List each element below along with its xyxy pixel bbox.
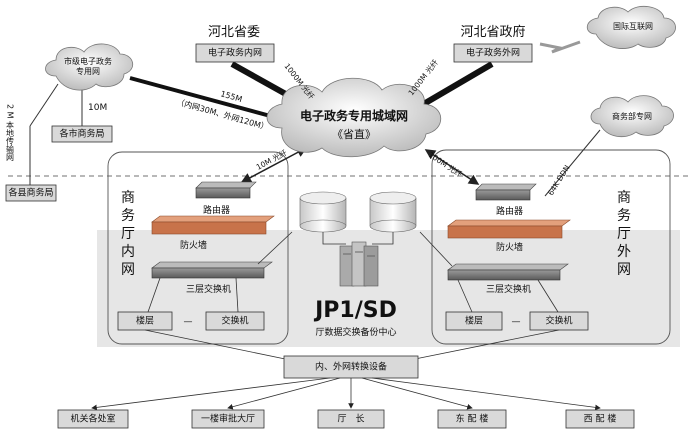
internal-firewall-label: 防火墙	[180, 239, 207, 251]
arrow-to-dest-0	[91, 377, 331, 411]
internal-dash: —	[184, 317, 193, 327]
ministry-cloud	[590, 95, 674, 138]
internet-cloud-text: 国际互联网	[613, 22, 653, 31]
metro-cloud-title: 电子政务专用城域网	[300, 108, 408, 123]
internal-firewall-icon	[151, 215, 275, 235]
product-subtitle: 厅数据交换备份中心	[315, 326, 396, 338]
link-db-right	[372, 232, 394, 245]
destination-text-4: 西 配 楼	[584, 413, 617, 425]
svg-text:网: 网	[617, 262, 631, 278]
destination-text-0: 机关各处室	[70, 413, 115, 425]
metro-cloud-subtitle: 《省直》	[332, 127, 376, 141]
server-rack-icon	[339, 241, 379, 287]
database-cylinder-left	[299, 191, 347, 233]
arrow-internal-converter	[144, 329, 291, 362]
external-router-icon	[475, 183, 537, 201]
government-label: 河北省政府	[460, 25, 525, 40]
bandwidth-10m-label: 10M	[88, 103, 107, 113]
link-ministry-to-router	[544, 129, 601, 197]
link-city-cloud-to-2m	[29, 83, 59, 127]
svg-text:商: 商	[121, 190, 135, 206]
destination-text-2: 厅 长	[337, 413, 364, 425]
external-floor-box	[445, 311, 503, 331]
internal-router-icon	[195, 181, 257, 199]
external-dash: —	[512, 317, 521, 327]
county-bureau-text: 各县商务局	[8, 187, 53, 199]
external-network-panel	[431, 149, 671, 345]
party-committee-label: 河北省委	[208, 25, 260, 40]
svg-text:外: 外	[617, 244, 631, 260]
destination-text-1: 一楼审批大厅	[201, 413, 255, 425]
city-egov-cloud	[45, 43, 133, 91]
internet-cloud	[586, 5, 676, 49]
internal-link-switch	[235, 277, 239, 313]
svg-text:务: 务	[617, 208, 631, 224]
external-floor-text: 楼层	[465, 315, 483, 327]
destination-box-1	[191, 409, 265, 429]
svg-text:务: 务	[121, 208, 135, 224]
destination-box-3	[437, 409, 507, 429]
arrow-to-dest-4	[371, 377, 601, 411]
destination-box-4	[565, 409, 635, 429]
link-hub-internal	[257, 231, 293, 265]
internal-router-label: 路由器	[203, 204, 230, 216]
arrow-to-dest-3	[361, 377, 473, 410]
external-firewall-label: 防火墙	[496, 241, 523, 253]
external-firewall-icon	[447, 219, 571, 239]
internal-switch-label: 三层交换机	[186, 283, 231, 295]
external-link-floor	[457, 279, 473, 313]
svg-text:内: 内	[121, 244, 135, 260]
external-switch-box-text: 交换机	[545, 315, 572, 327]
city-cloud-text-2: 专用网	[76, 66, 100, 76]
destination-text-3: 东 配 楼	[456, 413, 489, 425]
internal-link-floor	[147, 277, 161, 313]
ministry-cloud-text: 商务部专网	[612, 111, 652, 121]
svg-text:厅: 厅	[121, 226, 135, 242]
lightning-link-internet	[539, 40, 581, 54]
internal-floor-text: 楼层	[136, 315, 154, 327]
svg-text:商: 商	[617, 190, 631, 206]
internal-switch-box-text: 交换机	[221, 315, 248, 327]
database-cylinder-right	[369, 191, 417, 233]
metro-network-cloud	[266, 77, 442, 158]
gov-extranet-box	[453, 43, 533, 63]
county-bureau-box	[5, 184, 57, 202]
party-intranet-box	[195, 43, 275, 63]
city-bureau-box	[51, 125, 113, 143]
external-switch-label: 三层交换机	[486, 283, 531, 295]
external-router-label: 路由器	[496, 205, 523, 217]
external-title: 商 务 厅 外 网	[617, 190, 631, 278]
arrow-to-dest-1	[227, 377, 341, 410]
product-name: JP1/SD	[313, 298, 397, 323]
link-64k-label: 64K DDN	[546, 163, 572, 197]
internal-network-panel	[107, 151, 289, 345]
converter-text: 内、外网转换设备	[315, 361, 387, 373]
arrow-internal-metro	[240, 147, 308, 183]
external-switch-icon	[447, 263, 569, 281]
svg-text:网: 网	[121, 262, 135, 278]
destination-box-2	[317, 409, 385, 429]
internal-switch-icon	[151, 261, 273, 279]
arrow-external-metro	[424, 149, 480, 185]
arrow-external-converter	[409, 329, 560, 362]
city-cloud-text-1: 市级电子政务	[64, 56, 112, 66]
city-bureau-text: 各市商务局	[59, 128, 104, 140]
internal-switch-box	[205, 311, 265, 331]
party-intranet-text: 电子政务内网	[208, 47, 262, 59]
vertical-2m-label: 2 M 本地传输网	[6, 104, 15, 162]
gov-extranet-text: 电子政务外网	[466, 47, 520, 59]
destination-box-0	[57, 409, 129, 429]
link-hub-external	[419, 231, 453, 267]
internal-title: 商 务 厅 内 网	[121, 190, 135, 278]
svg-text:厅: 厅	[617, 226, 631, 242]
link-1000m-right-label: 1000M 光纤	[406, 57, 441, 97]
link-db-left	[322, 232, 346, 245]
external-link-switch	[537, 279, 559, 313]
link-100m-right-label: 100M 光纤	[427, 149, 465, 179]
